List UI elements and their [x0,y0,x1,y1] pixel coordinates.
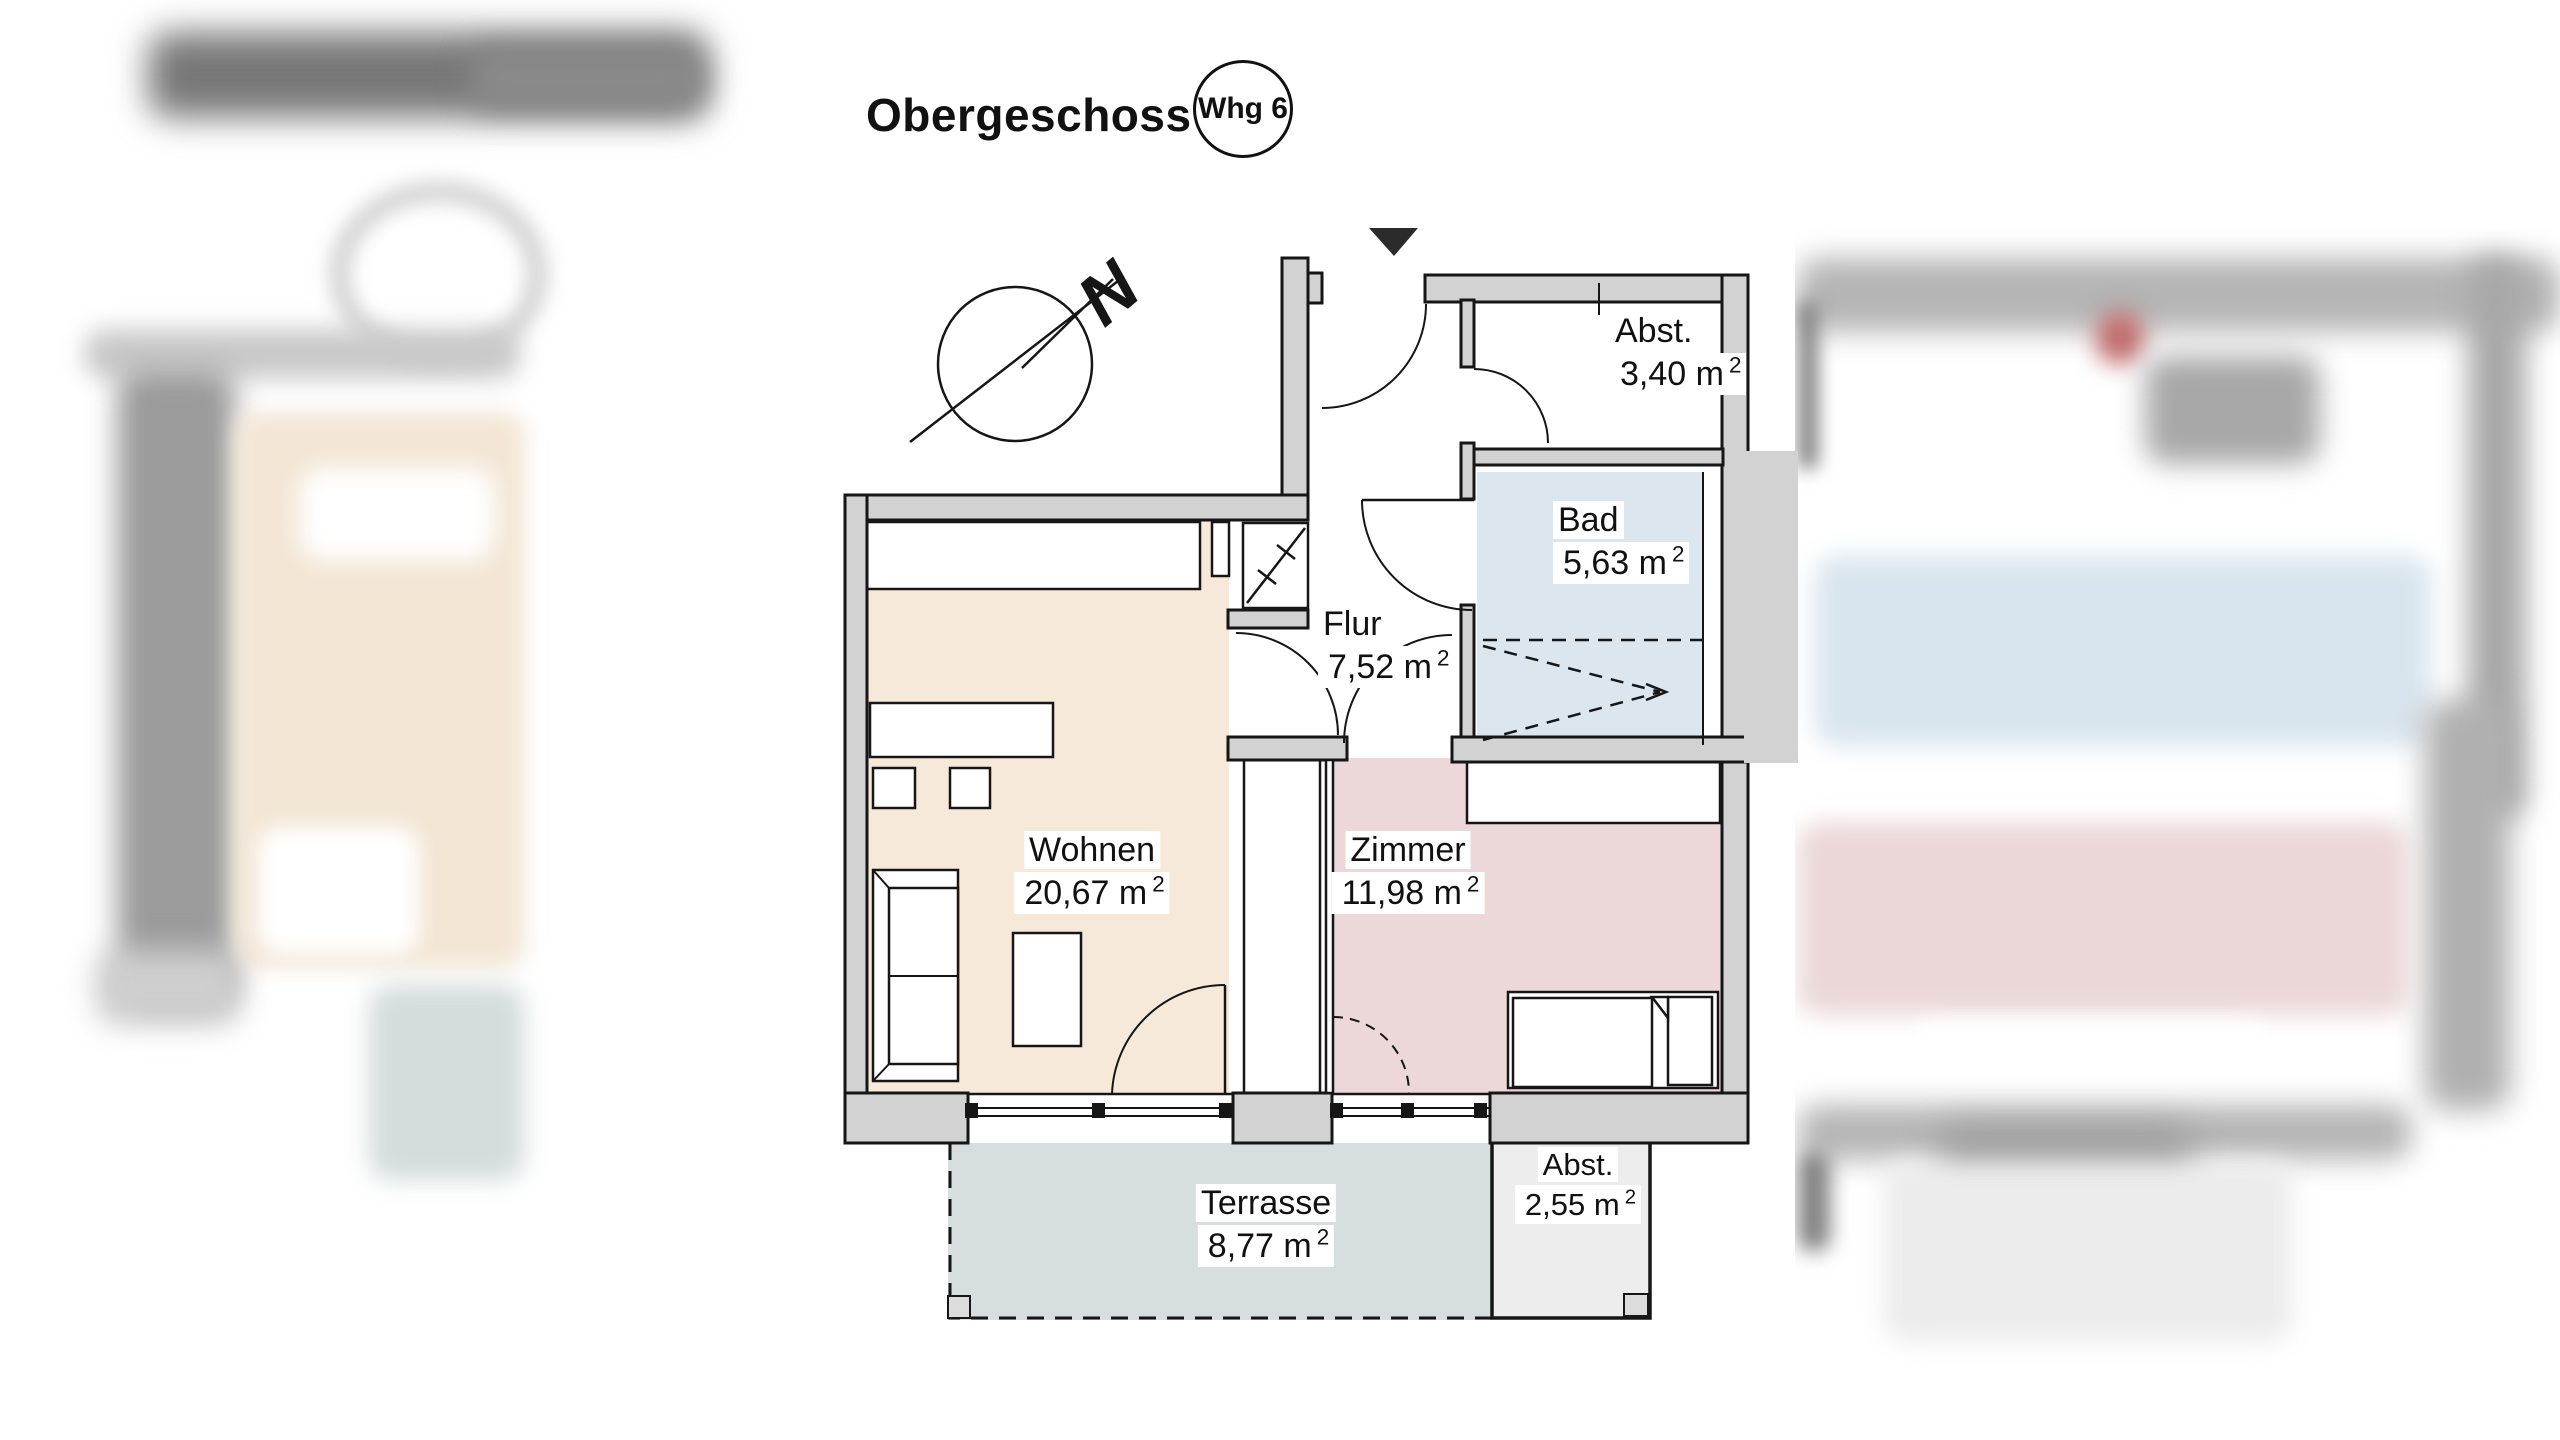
north-label: N [1063,245,1156,341]
blur-shape [95,950,240,1025]
blur-shape [1798,258,2560,332]
page-title: Obergeschoss [866,89,1192,141]
kitchen-counter [865,520,1202,591]
room-name: Flur [1318,605,1387,643]
walls [843,256,1798,1145]
stool [948,766,992,810]
room-name: Abst. [1610,312,1698,350]
blur-shape [117,369,235,1009]
zimmer-dashed-arc [1332,1016,1410,1094]
room-name: Abst. [1537,1147,1619,1182]
wohnen-door-arc [1235,632,1339,736]
apartment-badge: Whg 6 [1193,60,1293,158]
wardrobe [1465,758,1722,825]
wall-pier [1210,520,1231,578]
storage-post [1623,1293,1649,1317]
floor-plan-svg: N [843,228,1798,1320]
blurred-adjacent-plan-right [1795,0,2560,1440]
blur-shape [1798,823,2410,1015]
entrance-door-arc [1321,303,1427,409]
zimmer-west-wall [1324,758,1335,1095]
sofa [871,868,960,1083]
room-name: Terrasse [1195,1184,1337,1222]
blur-shape [369,985,524,1180]
party-wall [1744,451,1798,763]
blur-shape [300,468,495,560]
blur-shape [2425,700,2510,1110]
stool [871,766,917,810]
room-name: Zimmer [1345,831,1471,869]
north-compass-icon: N [909,245,1156,443]
shaft-symbol [1241,521,1310,610]
windows [965,1092,1490,1118]
terrace-door-arc [1111,984,1226,1095]
abst-door-arc [1473,368,1549,444]
kitchen-island [868,701,1055,759]
room-name: Wohnen [1023,831,1161,869]
blur-shape [1798,300,1818,470]
apartment-badge-label: Whg 6 [1198,92,1288,125]
furniture [865,520,1722,1095]
bad-door-arc [1361,499,1473,611]
blur-shape [258,827,419,955]
blur-shape [1798,1150,1830,1252]
blur-shape [2145,356,2320,464]
blur-shape [470,48,705,110]
coffee-table [1011,931,1083,1048]
terrace-boundary [947,1143,1492,1320]
window-mullions [965,1103,1487,1118]
blur-shape [1884,1160,2292,1342]
blur-shape [2096,312,2144,364]
entrance-marker-icon [1369,228,1418,256]
blur-shape [1913,1022,2269,1090]
terrace-post [947,1295,971,1319]
built-in-closet [1242,756,1322,1095]
blurred-adjacent-plan-left [0,0,770,1440]
bed [1506,990,1720,1090]
shower-slope [1482,638,1703,742]
room-name: Bad [1553,501,1624,539]
blur-shape [1815,556,2431,746]
